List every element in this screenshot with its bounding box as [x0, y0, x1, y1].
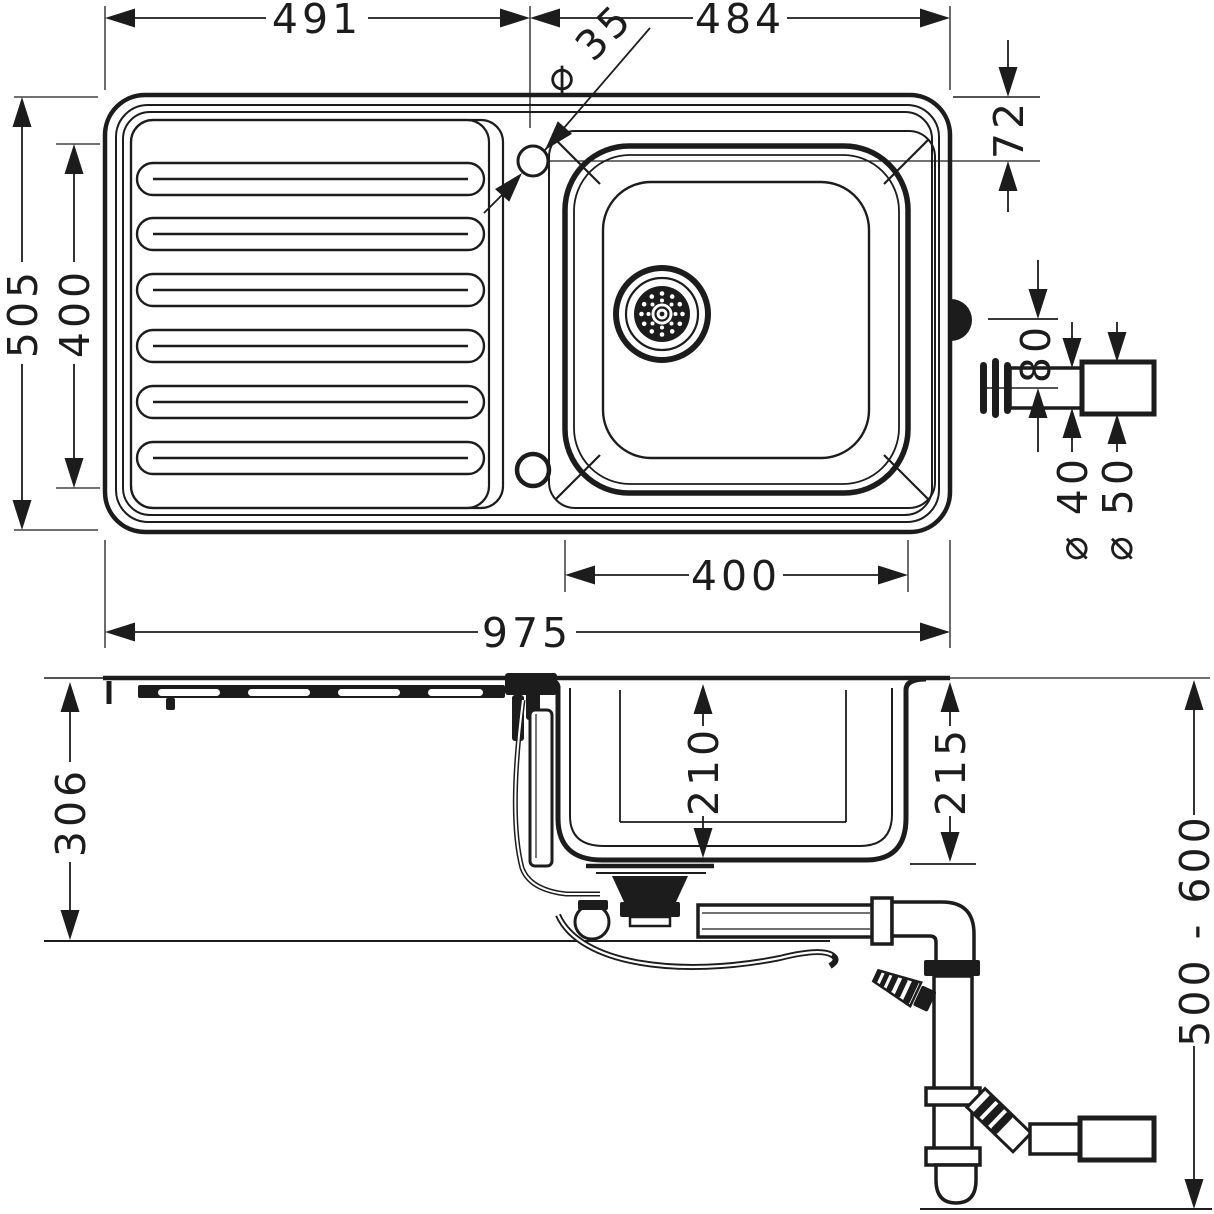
dim-bowl-outer-depth: 215 — [910, 682, 976, 865]
dim-overflow-pipe: ⌀ 40 — [1049, 322, 1097, 561]
dim-recess-depth-label: 400 — [51, 268, 99, 358]
drainboard — [129, 118, 505, 510]
dim-bowl-outer-depth-label: 215 — [927, 726, 975, 816]
dim-overall-width: 975 — [104, 540, 951, 657]
dim-right-section-width: 484 — [530, 0, 951, 90]
dim-overall-depth-label: 505 — [0, 268, 47, 358]
dim-underside-depth-label: 306 — [47, 767, 95, 857]
tap-hole-top — [516, 144, 550, 178]
dim-bowl-width-label: 400 — [691, 552, 781, 600]
dim-overflow-drop-label: 80 — [1012, 323, 1060, 383]
dim-drainer-width: 491 — [104, 0, 531, 128]
sink-outline — [102, 92, 953, 535]
drainboard-ribs — [135, 161, 486, 476]
dim-right-section-width-label: 484 — [695, 0, 785, 43]
tap-hole-bottom — [514, 451, 552, 489]
dim-drainer-width-label: 491 — [272, 0, 362, 43]
outlet-branch — [964, 1086, 1034, 1154]
drain-strainer — [613, 265, 711, 363]
strainer-holes — [639, 291, 685, 337]
overflow-outlet — [951, 299, 1157, 418]
dim-overflow-pipe-label: ⌀ 40 — [1049, 455, 1097, 561]
bowl — [548, 130, 936, 509]
dim-bowl-width: 400 — [564, 540, 909, 600]
dim-overall-depth: 505 — [0, 96, 98, 531]
dim-bowl-inner-depth-label: 210 — [680, 726, 728, 816]
side-profile — [44, 673, 1210, 710]
dim-overflow-drop: 80 — [988, 260, 1060, 452]
dishwasher-connector — [871, 968, 936, 1012]
overflow-assembly — [512, 690, 600, 897]
side-view: 306 210 215 500 - 600 — [44, 673, 1214, 1210]
dim-underside-depth: 306 — [47, 682, 95, 940]
top-view: 491 484 ⌀ 35 72 — [0, 0, 1157, 657]
dim-overflow-socket-label: ⌀ 50 — [1094, 455, 1142, 561]
dim-tap-hole-offset: 72 — [549, 40, 1040, 212]
dim-overflow-socket: ⌀ 50 — [1094, 322, 1142, 561]
drain-plumbing — [555, 863, 1157, 1205]
dim-overall-width-label: 975 — [482, 609, 572, 657]
dim-bowl-inner-depth: 210 — [680, 684, 728, 858]
dim-tap-hole-offset-label: 72 — [985, 99, 1033, 159]
dim-drain-height-range: 500 - 600 — [1171, 680, 1214, 1209]
dim-drain-height-range-label: 500 - 600 — [1171, 813, 1214, 1046]
dim-recess-depth: 400 — [51, 143, 100, 489]
bowl-section — [545, 676, 927, 863]
